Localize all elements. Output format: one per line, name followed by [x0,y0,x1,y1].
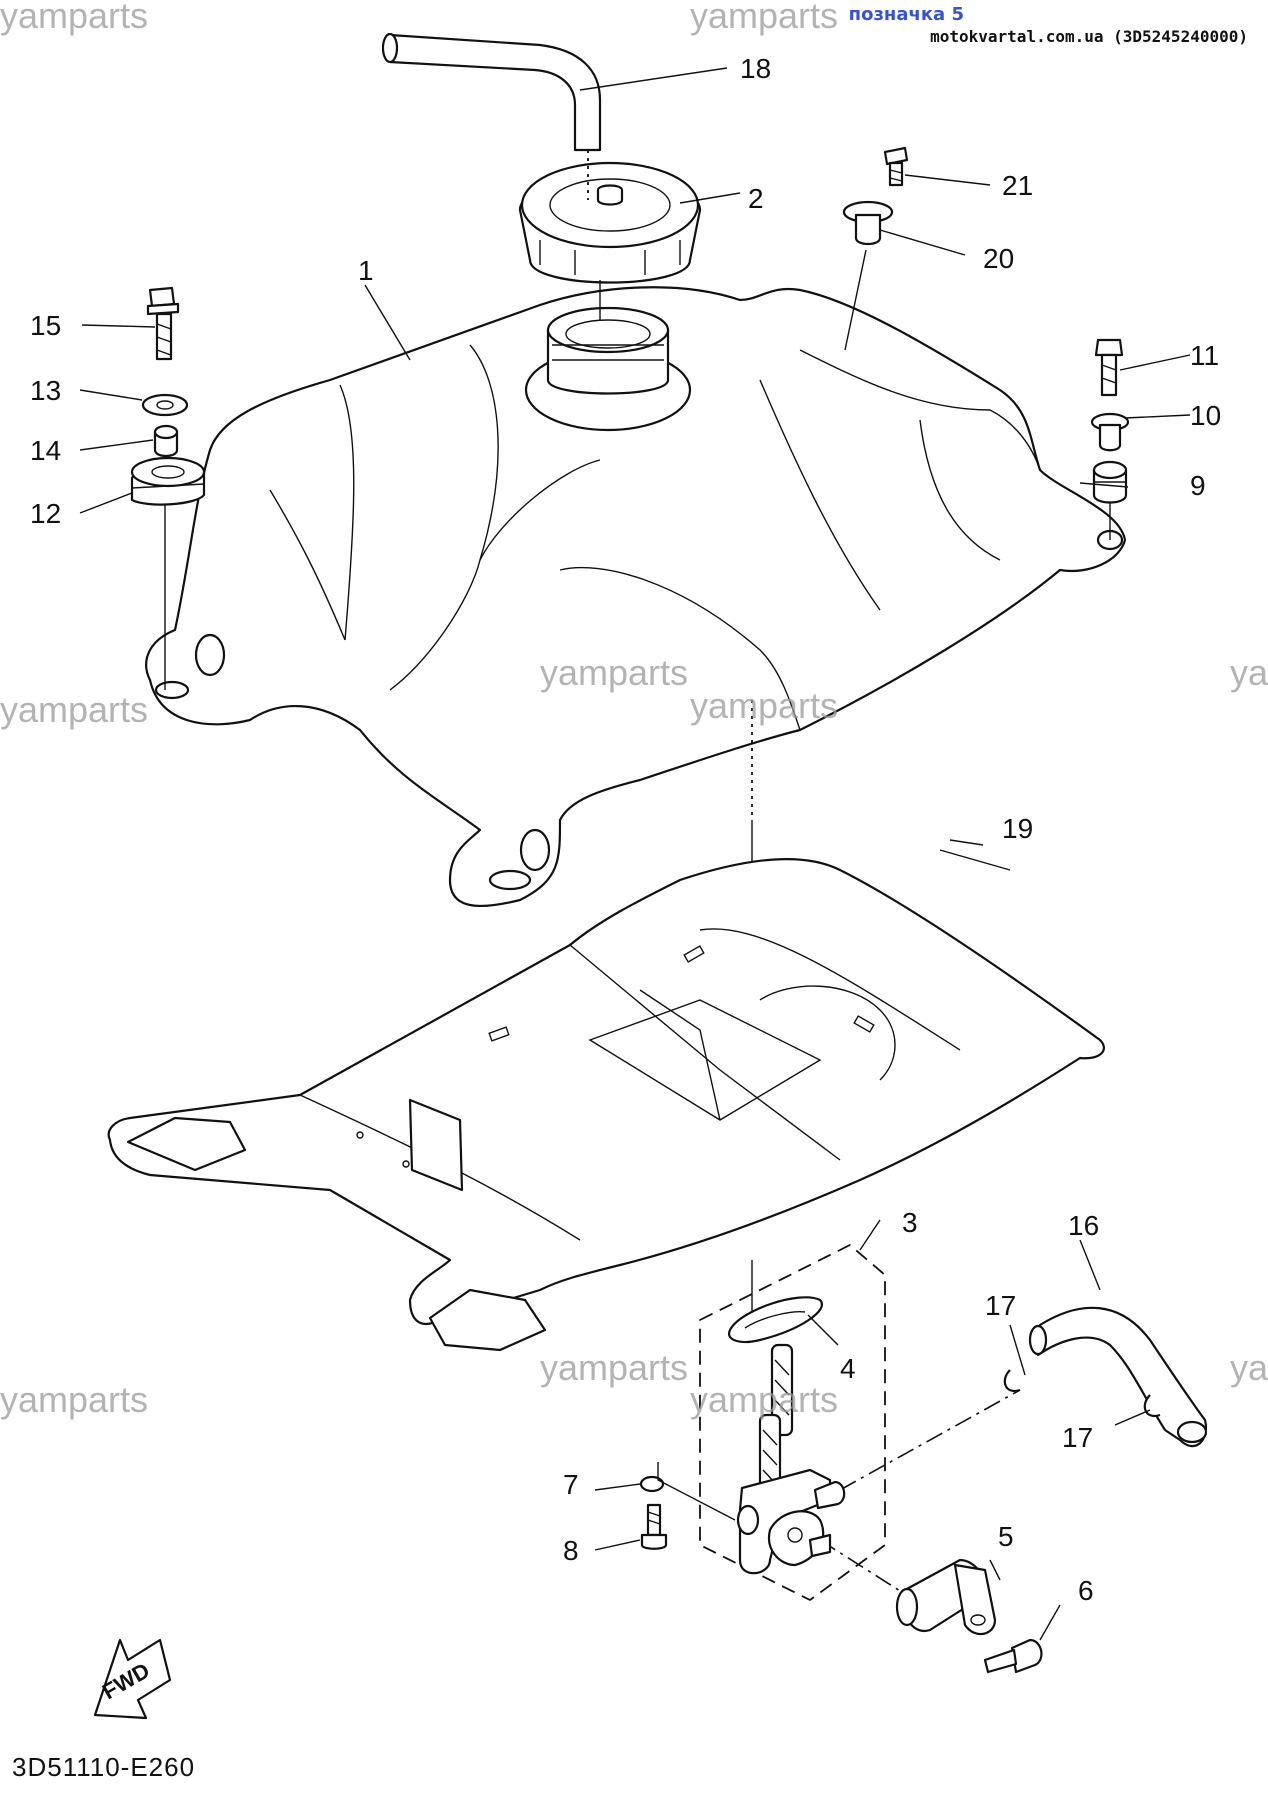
collar-14 [153,424,179,458]
callout-5: 5 [998,1521,1014,1552]
watermarks: yamparts yamparts yamparts yamparts yamp… [0,0,1268,1420]
callout-7: 7 [563,1469,579,1500]
fuel-tank [145,286,1127,908]
washer-7 [639,1475,665,1493]
watermark-text: yamparts [540,1347,688,1388]
callout-14: 14 [30,435,61,466]
damper-20 [842,200,894,246]
fuel-cock-lever [895,1558,997,1636]
collar-10 [1090,412,1130,452]
drawing-code: 3D51110-E260 [12,1752,196,1782]
callout-20: 20 [983,243,1014,274]
callout-16: 16 [1068,1210,1099,1241]
watermark-text: yamparts [0,689,148,730]
screw-8 [640,1503,668,1550]
watermark-text: yamparts [0,0,148,36]
fuel-hose [1028,1306,1208,1448]
callout-13: 13 [30,375,61,406]
callout-19: 19 [1002,813,1033,844]
watermark-text: yamparts [1230,1347,1268,1388]
leader-lines [79,67,1191,1641]
screw-21 [883,146,909,187]
callout-8: 8 [563,1535,579,1566]
callout-6: 6 [1078,1575,1094,1606]
hose-clip-17a [1003,1369,1021,1393]
watermark-text: yamparts [540,652,688,693]
callout-9: 9 [1190,470,1206,501]
callout-3: 3 [902,1207,918,1238]
grommet-12 [130,456,206,506]
watermark-text: yamparts [690,1379,838,1420]
callout-4: 4 [840,1353,856,1384]
header-source: motokvartal.com.ua (3D5245240000) [930,27,1248,46]
watermark-text: yamparts [0,1379,148,1420]
callout-2: 2 [748,183,764,214]
callout-numbers: 1 2 3 4 5 6 7 8 9 10 11 12 13 14 15 16 1… [30,53,1221,1606]
callout-10: 10 [1190,400,1221,431]
watermark-text: yamparts [690,0,838,36]
callout-18: 18 [740,53,771,84]
watermark-text: yamparts [690,685,838,726]
fuel-cap [518,161,702,284]
fuel-cock-gasket [727,1296,823,1344]
screw-6 [983,1638,1043,1674]
tank-tray [107,857,1105,1352]
callout-17a: 17 [985,1290,1016,1321]
grommet-9 [1092,460,1128,504]
callout-1: 1 [358,255,374,286]
washer-13 [141,393,189,417]
callout-11: 11 [1190,340,1219,371]
fuel-cock-assembly-boundary [699,1243,886,1602]
callout-17b: 17 [1062,1422,1093,1453]
fuel-cock [736,1343,846,1575]
callout-15: 15 [30,310,61,341]
breather-hose [381,32,602,200]
fwd-arrow: FWD [93,1638,172,1720]
bolt-11 [1094,338,1124,397]
header-tag: позначка 5 [848,4,964,25]
watermark-text: yamparts [1230,652,1268,693]
callout-12: 12 [30,498,61,529]
bolt-15 [146,286,180,361]
callout-21: 21 [1002,170,1033,201]
